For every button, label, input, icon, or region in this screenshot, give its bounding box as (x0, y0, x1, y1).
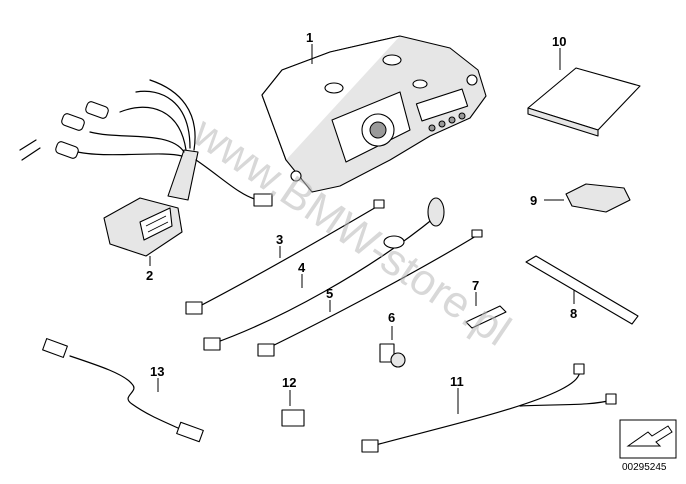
callout-12: 12 (282, 375, 296, 390)
reference-box: 00295245 (619, 419, 677, 473)
callout-8: 8 (570, 306, 577, 321)
callout-7: 7 (472, 278, 479, 293)
arrow-icon (626, 425, 673, 447)
callout-2: 2 (146, 268, 153, 283)
callout-13: 13 (150, 364, 164, 379)
part-3-cable[interactable] (185, 199, 385, 315)
callout-5: 5 (326, 286, 333, 301)
part-12-clip[interactable] (281, 390, 305, 427)
callout-3: 3 (276, 232, 283, 247)
part-5-cable[interactable] (257, 229, 483, 357)
drawing-number: 00295245 (622, 462, 667, 473)
part-2-wiring-harness[interactable] (19, 79, 273, 266)
part-1-control-unit[interactable] (261, 35, 487, 193)
callout-10: 10 (552, 34, 566, 49)
callout-11: 11 (450, 374, 464, 389)
part-11-cable[interactable] (361, 363, 617, 453)
callout-1: 1 (306, 30, 313, 45)
part-8-cable-tie[interactable] (525, 255, 639, 325)
callout-9: 9 (530, 193, 537, 208)
part-10-manual[interactable] (527, 48, 641, 137)
part-7-pad[interactable] (465, 292, 507, 329)
callout-6: 6 (388, 310, 395, 325)
part-6-clip[interactable] (379, 326, 406, 368)
part-9-holder[interactable] (544, 183, 631, 213)
part-13-adapter-cable[interactable] (42, 338, 204, 443)
callout-4: 4 (298, 260, 306, 275)
part-4-antenna-cable[interactable] (203, 197, 445, 351)
